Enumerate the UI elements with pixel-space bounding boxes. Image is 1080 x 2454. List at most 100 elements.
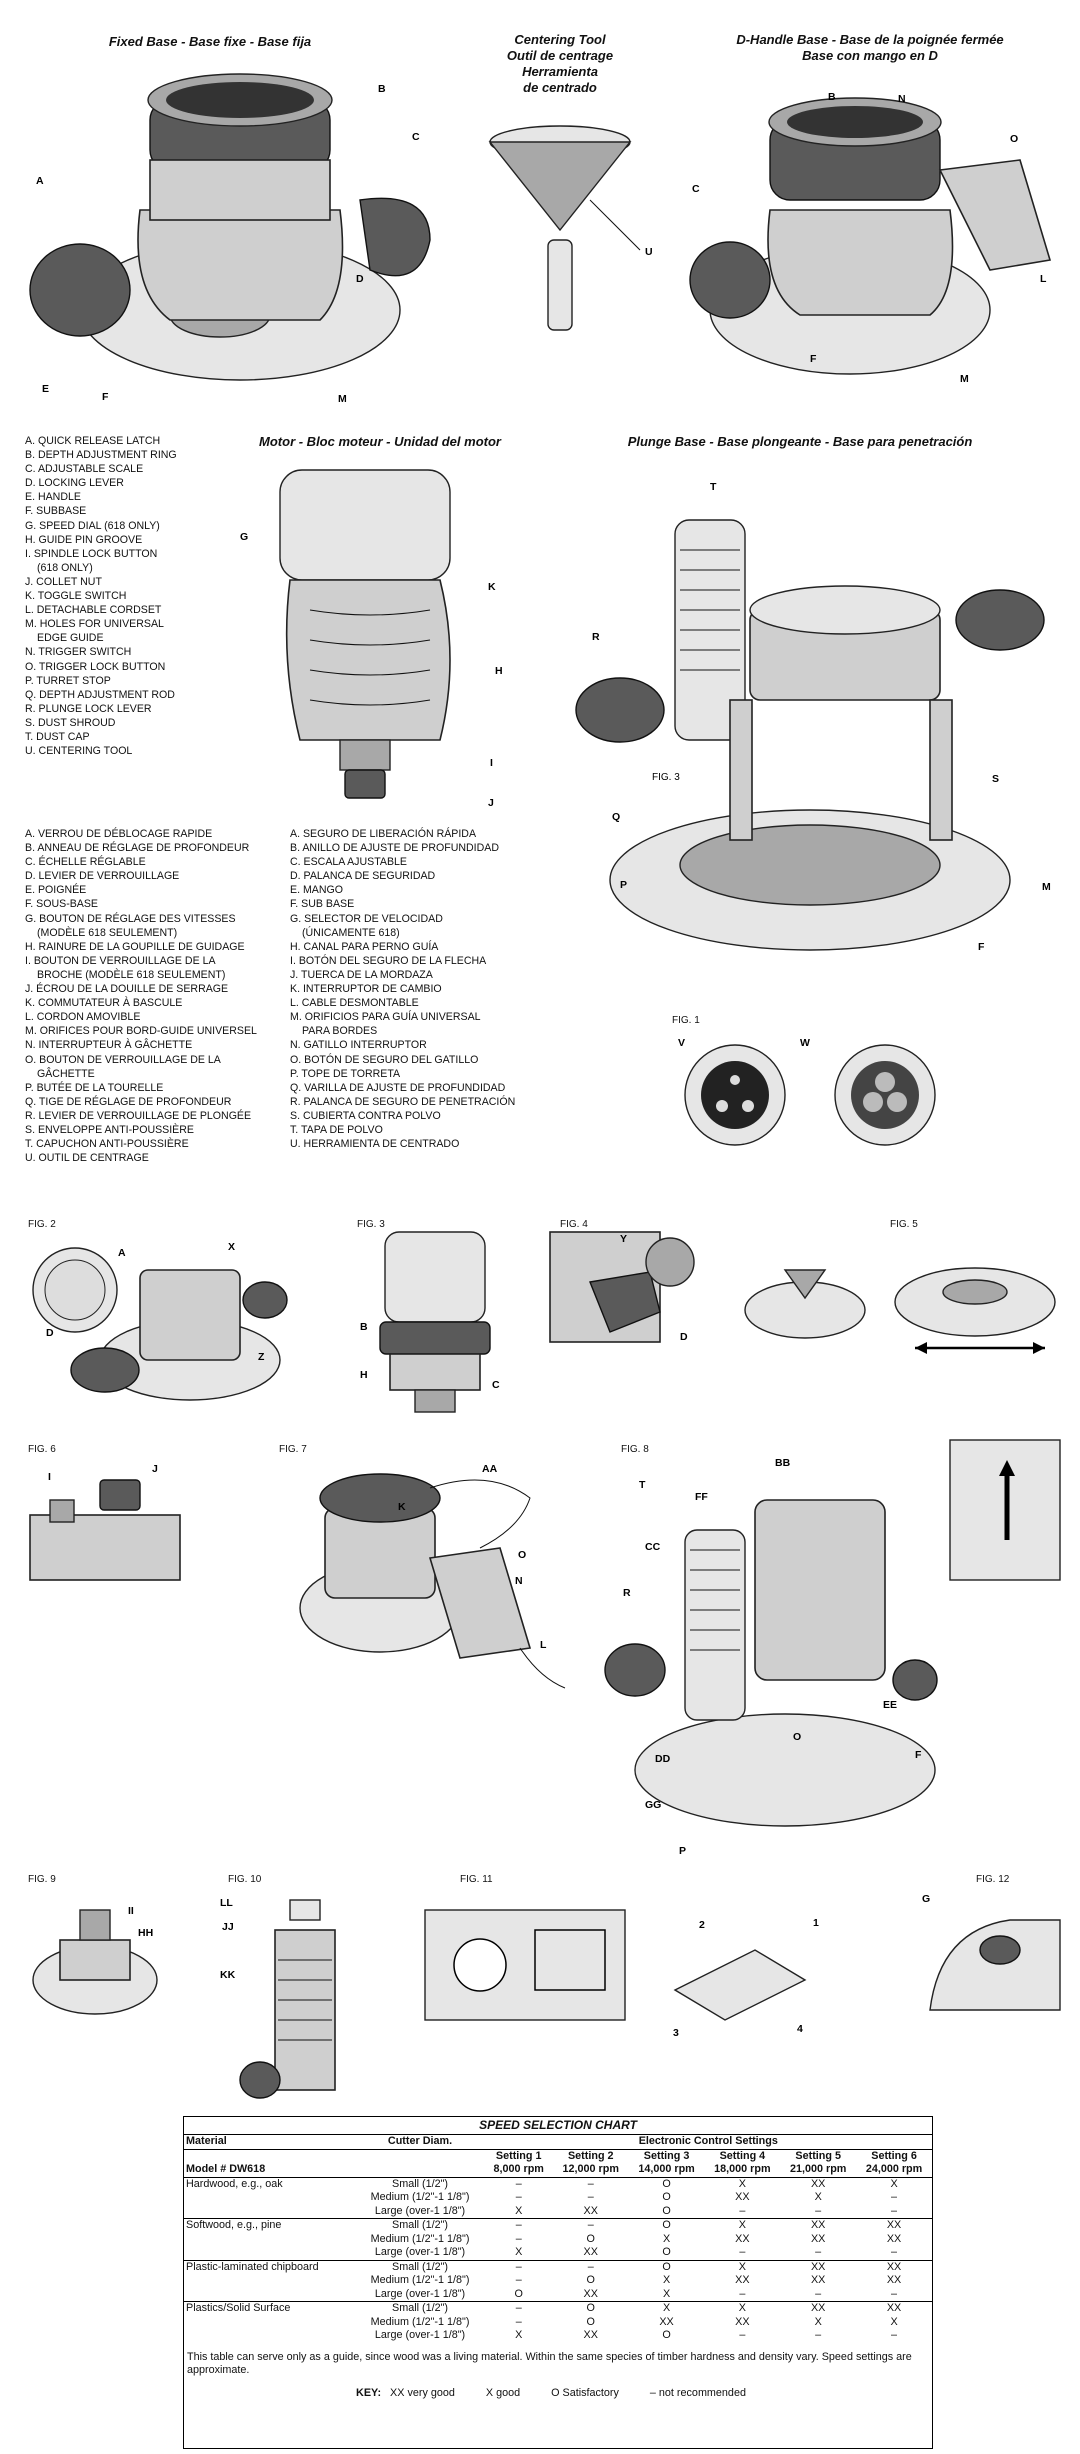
fig7-illustration: AAK ON L: [299, 1463, 566, 1689]
fig8-label: FIG. 8: [621, 1444, 649, 1455]
rating-cell: O: [662, 2191, 671, 2203]
svg-text:L: L: [1040, 273, 1047, 285]
rating-cell: XX: [780, 2218, 857, 2233]
svg-text:LL: LL: [220, 1897, 233, 1909]
rating-cell: –: [739, 2204, 746, 2217]
rating-cell: O: [586, 2315, 595, 2328]
col-material: Material: [184, 2135, 356, 2150]
legend-item: L. DETACHABLE CORDSET: [25, 604, 162, 617]
rating-cell: O: [586, 2232, 595, 2245]
fig4-label: FIG. 4: [560, 1219, 588, 1230]
svg-text:EE: EE: [883, 1699, 897, 1711]
material-cell: Plastics/Solid Surface: [184, 2301, 356, 2316]
svg-text:C: C: [692, 183, 700, 195]
rating-cell: –: [515, 2274, 522, 2286]
rating-cell: X: [515, 2246, 523, 2258]
svg-text:AA: AA: [482, 1463, 498, 1475]
cutter-size-cell: Large (over-1 1/8"): [374, 2287, 466, 2300]
rating-cell: –: [515, 2315, 522, 2328]
legend-item: B. DEPTH ADJUSTMENT RING: [25, 449, 177, 462]
cutter-size-cell: Large (over-1 1/8"): [374, 2329, 466, 2341]
svg-text:G: G: [240, 531, 248, 543]
svg-text:C: C: [492, 1379, 500, 1391]
svg-text:B: B: [360, 1321, 368, 1333]
key-item: O Satisfactory: [551, 2386, 619, 2399]
rating-cell: X: [662, 2287, 671, 2300]
setting-header: Setting 1: [495, 2149, 542, 2162]
material-cell: Plastic-laminated chipboard: [184, 2259, 356, 2274]
rating-cell: O: [662, 2246, 671, 2258]
rating-cell: XX: [583, 2287, 598, 2300]
svg-text:S: S: [992, 773, 999, 785]
rating-cell: –: [587, 2191, 594, 2203]
svg-text:K: K: [488, 581, 496, 593]
legend-item: S. DUST SHROUD: [25, 716, 116, 729]
legend-item: Q. DEPTH ADJUSTMENT ROD: [25, 688, 175, 701]
rating-cell: X: [628, 2301, 705, 2316]
svg-text:E: E: [42, 383, 49, 395]
material-cell: [184, 2233, 355, 2247]
svg-text:F: F: [102, 391, 109, 403]
svg-text:Z: Z: [258, 1351, 265, 1363]
svg-text:W: W: [800, 1037, 810, 1049]
fig5-illustration: [744, 1267, 1056, 1354]
fig3-inline-label: FIG. 3: [652, 772, 680, 783]
cutter-size-cell: Large (over-1 1/8"): [374, 2246, 466, 2258]
motor-illustration: GK HI J: [240, 469, 503, 809]
key-item: XX very good: [390, 2386, 455, 2399]
rating-cell: XX: [780, 2301, 857, 2316]
rating-cell: O: [662, 2204, 671, 2217]
svg-text:P: P: [679, 1845, 686, 1857]
rating-cell: X: [814, 2315, 822, 2328]
fig10-label: FIG. 10: [228, 1874, 262, 1885]
svg-text:X: X: [228, 1241, 235, 1253]
svg-text:3: 3: [673, 2027, 679, 2039]
rpm-header: 8,000 rpm: [493, 2163, 544, 2175]
rating-cell: –: [891, 2191, 898, 2203]
svg-text:C: C: [412, 131, 420, 143]
svg-text:T: T: [710, 481, 717, 493]
cutter-size-cell: Small (1/2"): [355, 2176, 485, 2191]
rating-cell: O: [628, 2218, 705, 2233]
svg-text:F: F: [810, 353, 817, 365]
centering-tool-illustration: U: [488, 125, 653, 331]
rating-cell: –: [515, 2232, 522, 2245]
svg-text:JJ: JJ: [222, 1921, 234, 1933]
rating-cell: XX: [810, 2232, 826, 2245]
material-cell: [184, 2288, 355, 2302]
svg-text:O: O: [518, 1549, 526, 1561]
rating-cell: –: [891, 2287, 898, 2300]
legend-item: J. COLLET NUT: [25, 575, 102, 588]
fig7-label: FIG. 7: [279, 1444, 307, 1455]
key-label: KEY:: [356, 2386, 382, 2399]
rating-cell: XX: [735, 2191, 750, 2203]
svg-text:K: K: [398, 1501, 406, 1513]
svg-text:J: J: [152, 1463, 158, 1475]
fig3-label: FIG. 3: [357, 1219, 385, 1230]
material-cell: Softwood, e.g., pine: [184, 2218, 356, 2233]
material-cell: [184, 2246, 355, 2260]
rating-cell: XX: [735, 2274, 750, 2286]
fig4-illustration: YD: [549, 1231, 695, 1343]
fig9-label: FIG. 9: [28, 1874, 56, 1885]
fixed-base-header: Fixed Base - Base fixe - Base fija: [108, 34, 312, 49]
rating-cell: XX: [780, 2259, 857, 2274]
legend-item: I. SPINDLE LOCK BUTTON: [25, 547, 158, 560]
svg-text:Q: Q: [612, 811, 620, 823]
rating-cell: O: [514, 2287, 523, 2300]
rating-cell: X: [704, 2176, 781, 2191]
legend-item: F. SUBBASE: [25, 505, 87, 518]
material-cell: Hardwood, e.g., oak: [184, 2176, 356, 2191]
fig6-illustration: IJ: [29, 1463, 181, 1581]
svg-text:H: H: [360, 1369, 368, 1381]
svg-text:O: O: [1010, 133, 1018, 145]
rating-cell: X: [704, 2218, 781, 2233]
motor-header: Motor - Bloc moteur - Unidad del motor: [259, 434, 501, 449]
legend-item: O. TRIGGER LOCK BUTTON: [25, 660, 166, 673]
